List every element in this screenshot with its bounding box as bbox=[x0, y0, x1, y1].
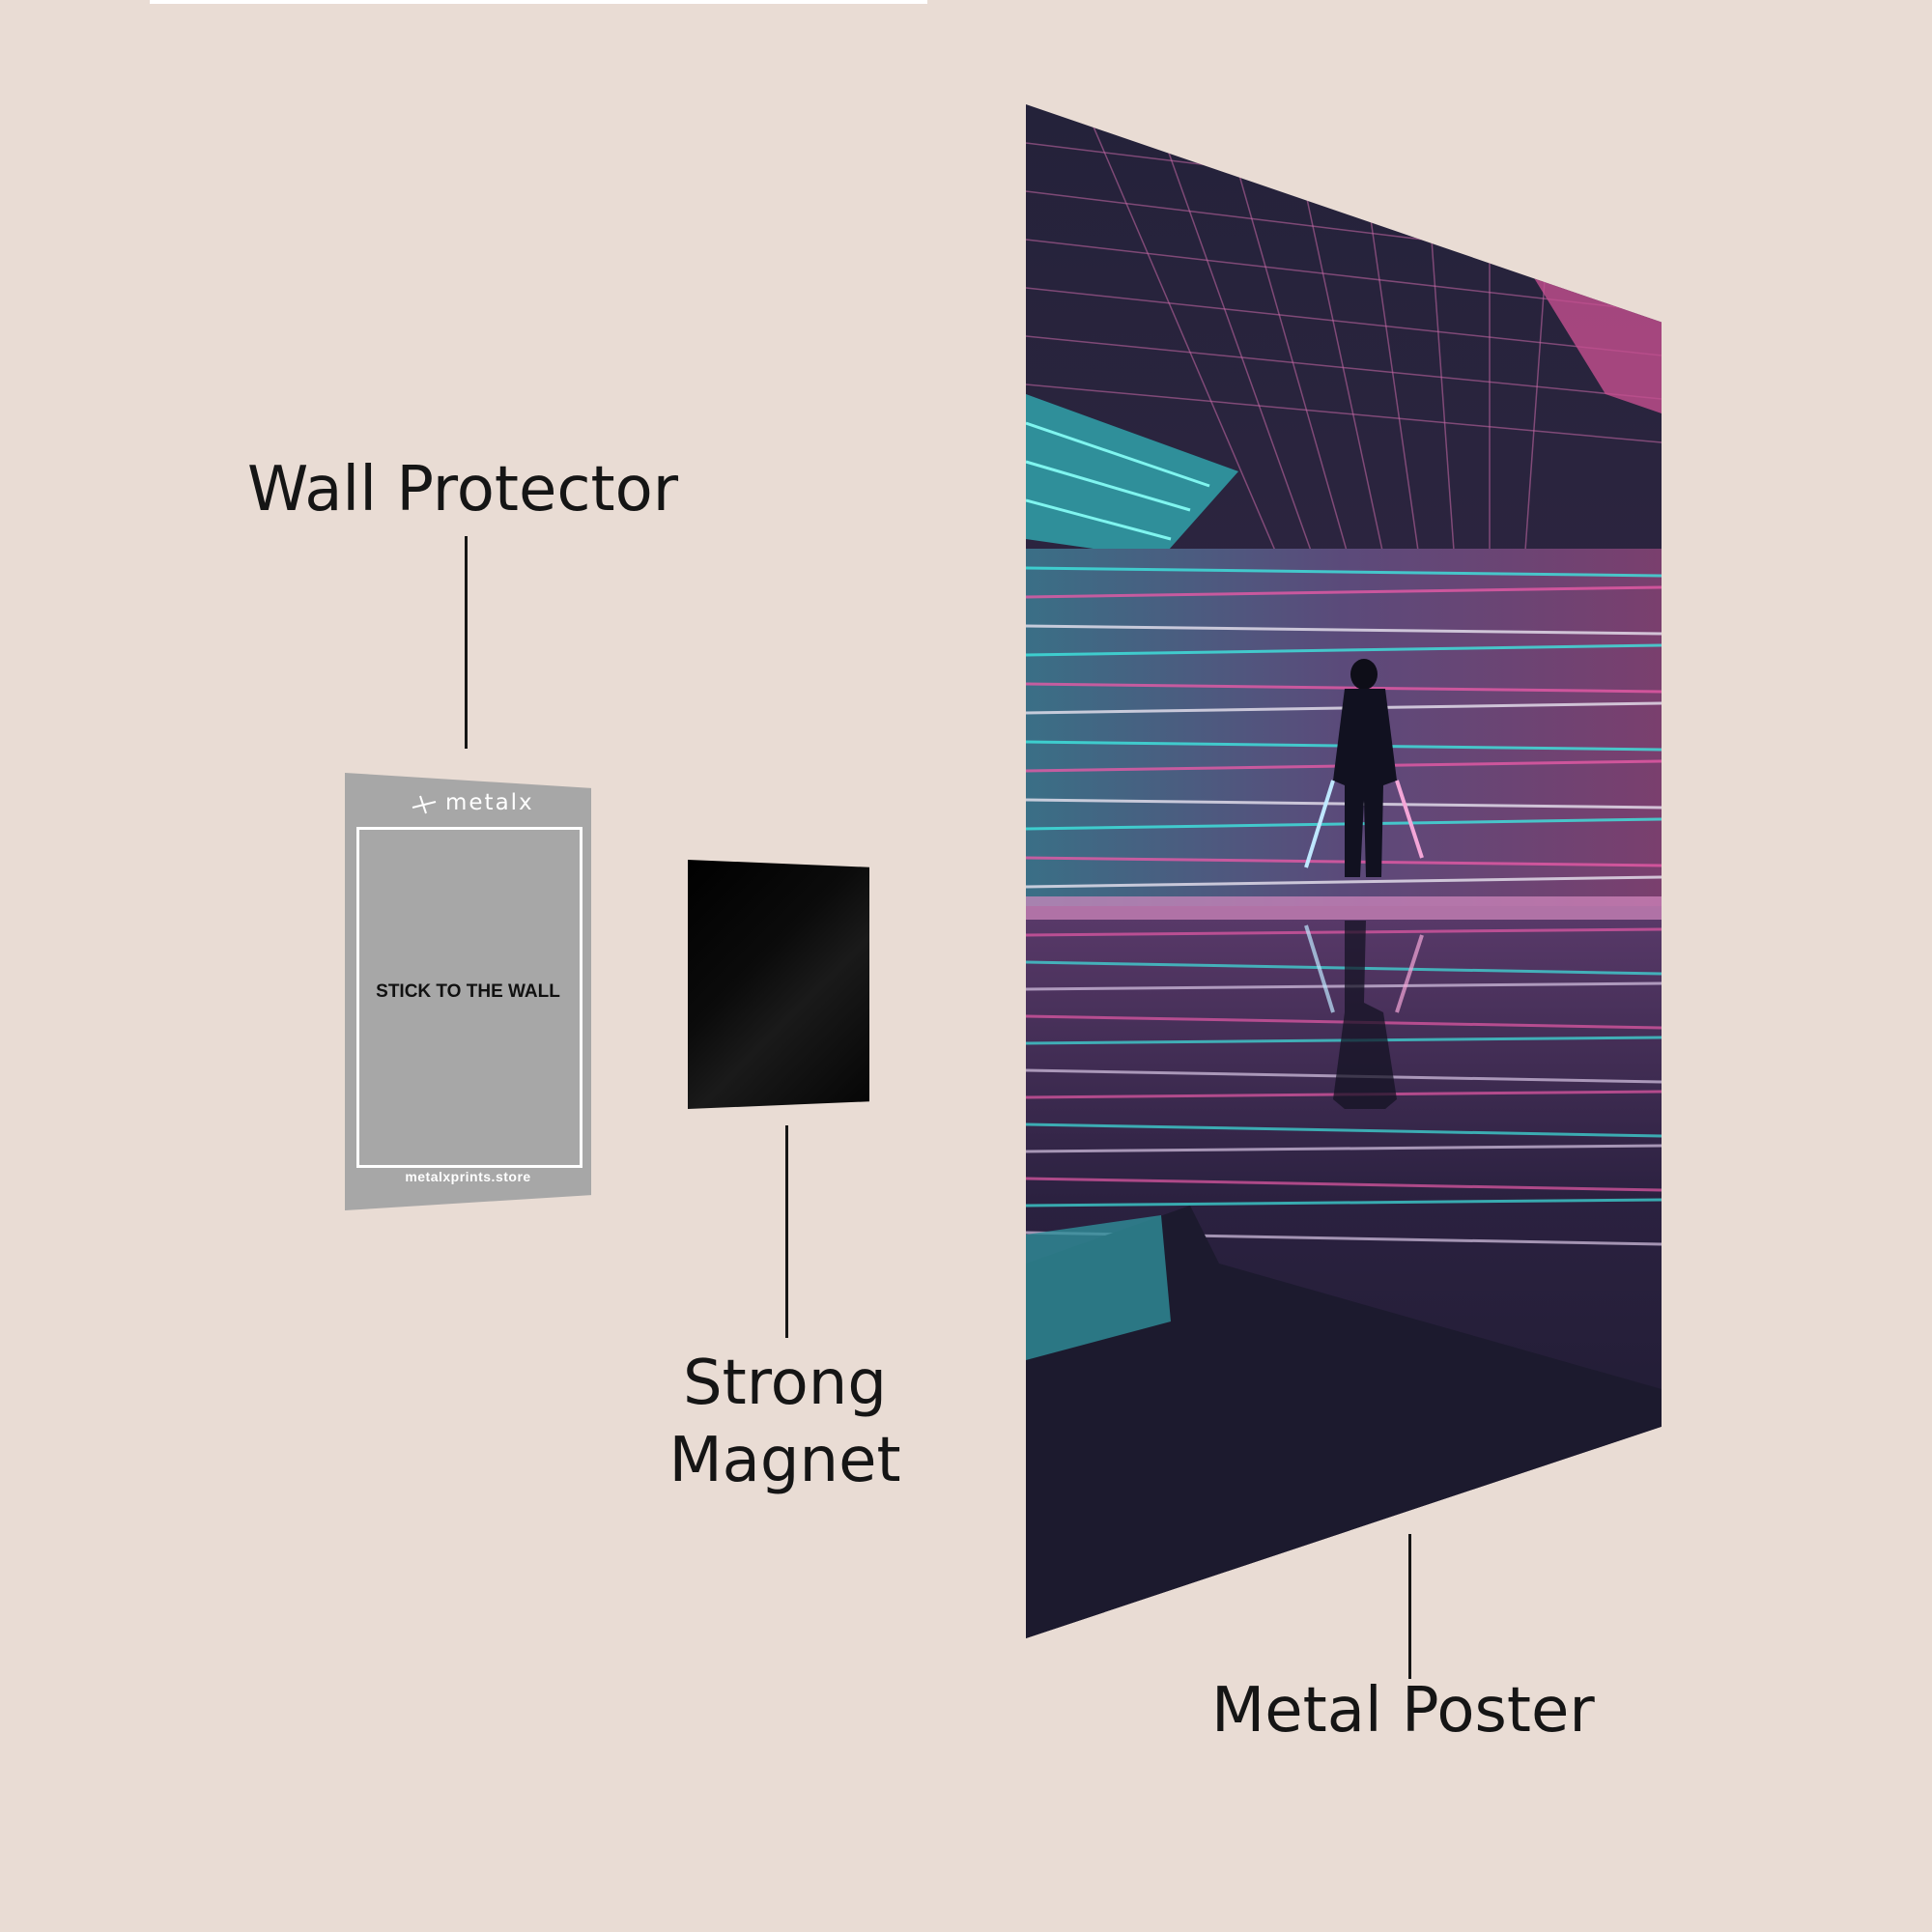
left-building-block bbox=[1026, 394, 1238, 558]
person-reflection bbox=[1304, 921, 1424, 1109]
metalx-logo-icon bbox=[412, 795, 437, 814]
protector-inner-border bbox=[356, 827, 582, 1168]
neon-strip bbox=[1026, 875, 1662, 889]
person-silhouette bbox=[1304, 659, 1424, 877]
strong-magnet-label: Strong Magnet bbox=[638, 1345, 932, 1499]
neon-strip-reflection bbox=[1026, 981, 1662, 991]
strong-magnet-label-line1: Strong bbox=[683, 1348, 887, 1419]
strong-magnet bbox=[688, 860, 869, 1109]
neon-strip bbox=[1026, 624, 1662, 636]
wall-protector-leader-line bbox=[465, 536, 468, 749]
neon-strip-reflection bbox=[1026, 1122, 1662, 1138]
neon-strip-reflection bbox=[1026, 960, 1662, 976]
wall-protector-label: Wall Protector bbox=[247, 454, 679, 526]
neon-strip bbox=[1026, 566, 1662, 578]
neon-strip bbox=[1026, 798, 1662, 810]
neon-building-artwork bbox=[1026, 104, 1662, 1638]
metal-poster-image bbox=[1026, 104, 1662, 1638]
stick-to-wall-text: STICK TO THE WALL bbox=[376, 981, 560, 1002]
website-text: metalxprints.store bbox=[405, 1169, 531, 1184]
neon-strip-reflection bbox=[1026, 1198, 1662, 1208]
neon-strip bbox=[1026, 585, 1662, 599]
neon-strip bbox=[1026, 643, 1662, 657]
strong-magnet-label-line2: Magnet bbox=[668, 1425, 901, 1496]
neon-strip bbox=[1026, 856, 1662, 867]
metal-poster-label: Metal Poster bbox=[1211, 1675, 1595, 1747]
neon-strip bbox=[1026, 682, 1662, 694]
neon-strip-reflection bbox=[1026, 1177, 1662, 1192]
brand-name: metalx bbox=[445, 790, 534, 815]
wall-protector-card: metalx STICK TO THE WALL metalxprints.st… bbox=[345, 773, 591, 1210]
neon-strip-reflection bbox=[1026, 927, 1662, 937]
neon-strip-reflection bbox=[1026, 1144, 1662, 1153]
top-strip bbox=[150, 0, 927, 4]
neon-strip bbox=[1026, 817, 1662, 831]
strong-magnet-leader-line bbox=[785, 1125, 788, 1338]
metal-poster-leader-line bbox=[1408, 1534, 1411, 1679]
